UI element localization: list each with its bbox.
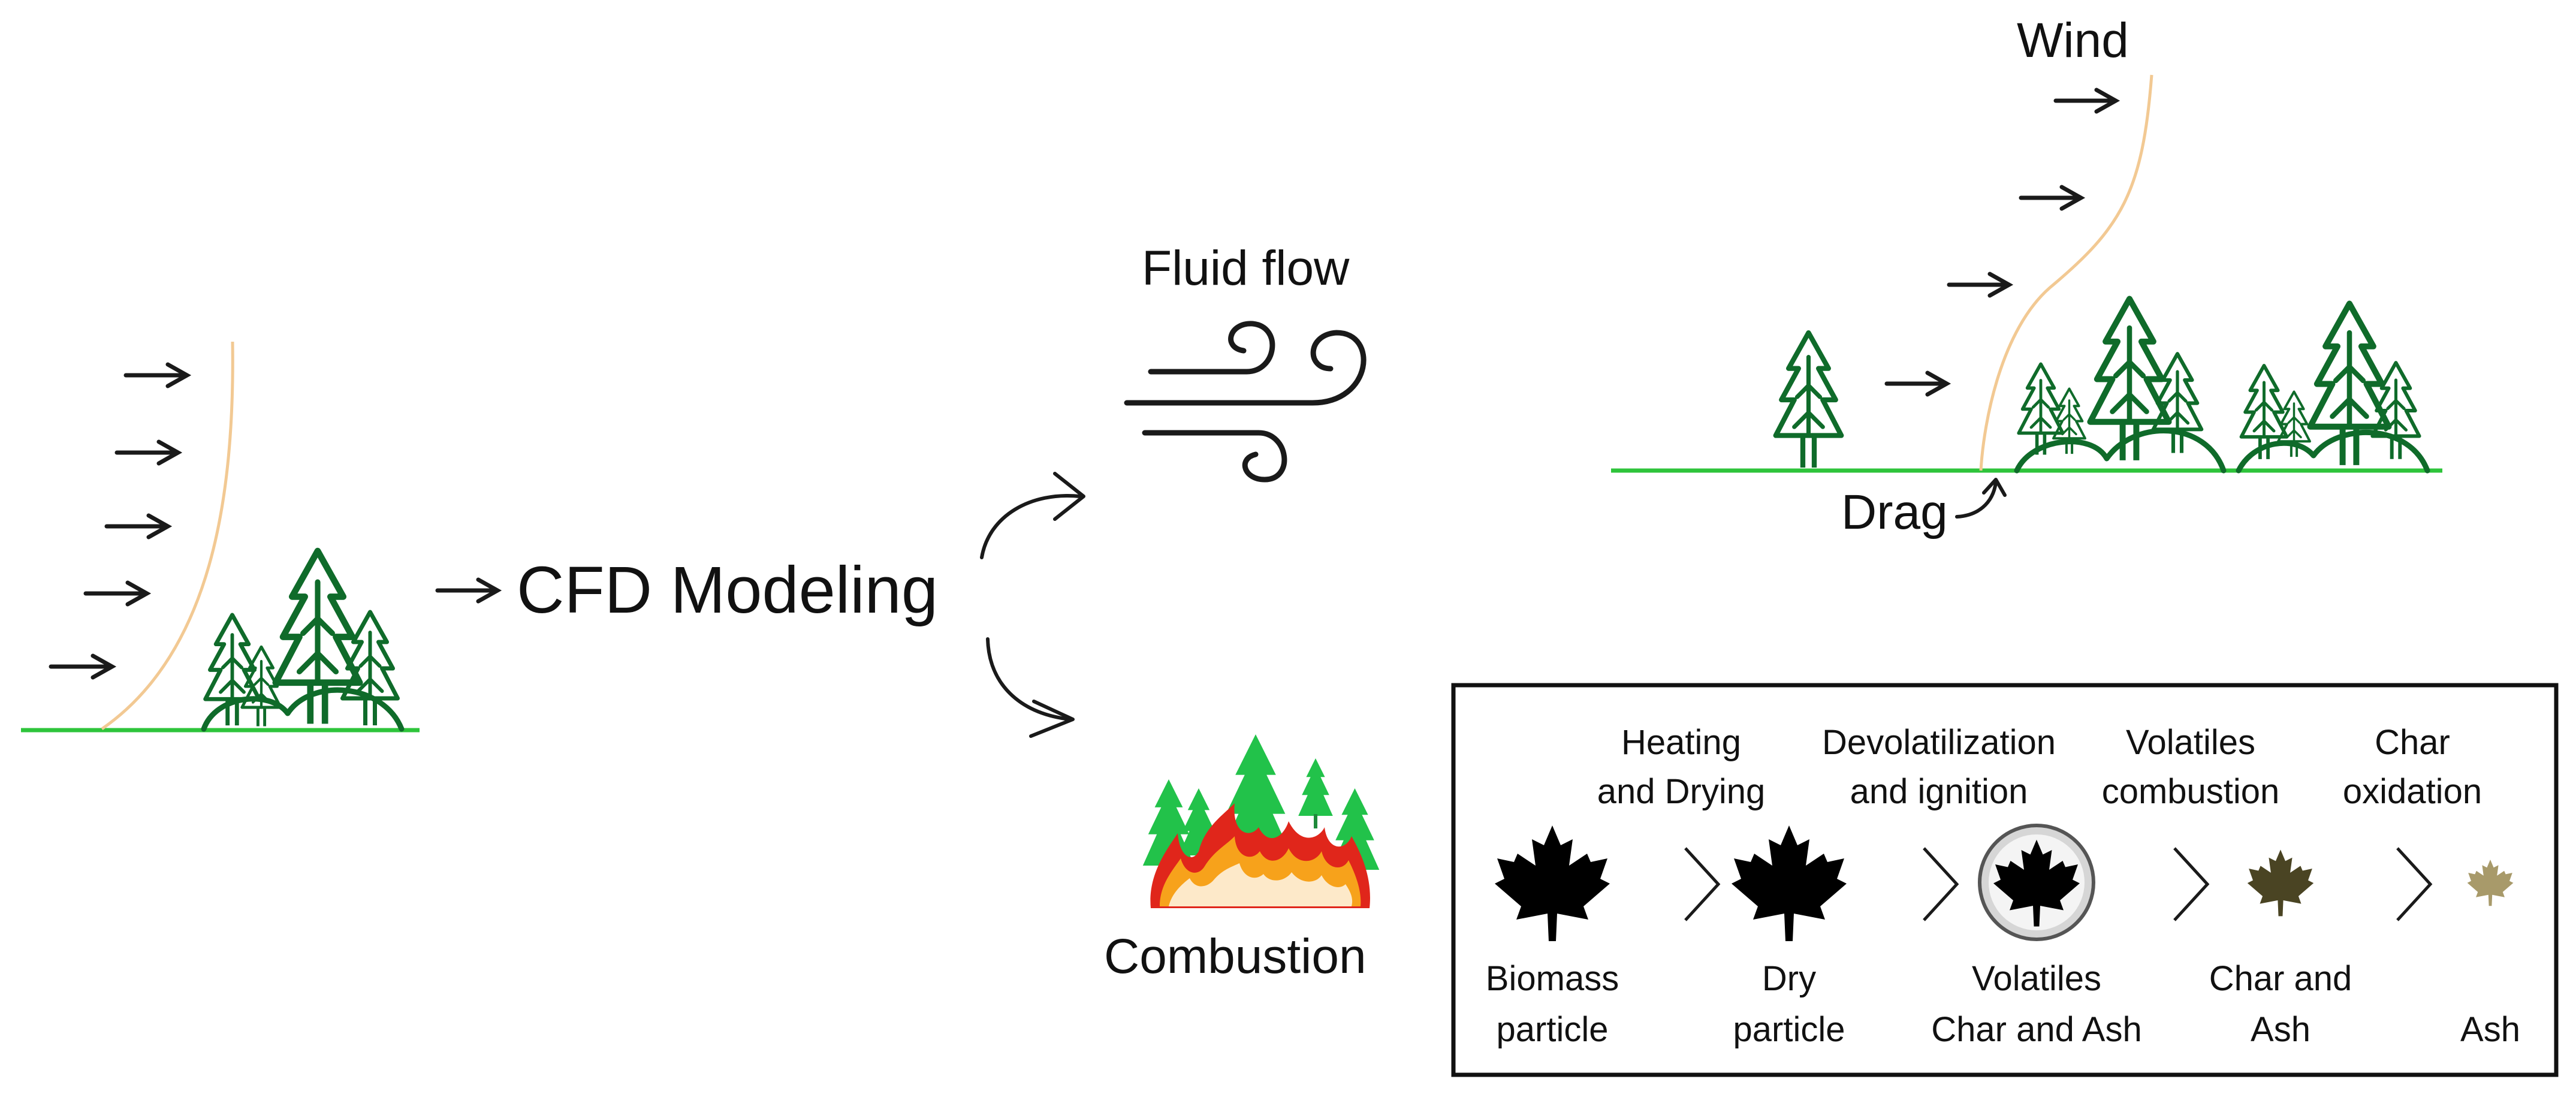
step-state-label: Ash	[2251, 1010, 2310, 1049]
step-action-label: Char	[2375, 723, 2450, 762]
step-action-label: and ignition	[1850, 772, 2028, 811]
step-state-label: Ash	[2460, 1010, 2520, 1049]
tree-icon	[206, 615, 260, 725]
curved-arrow-down-icon	[986, 637, 1075, 738]
step-state-label: Char and Ash	[1931, 1010, 2141, 1049]
wind-arrow-icon	[49, 362, 192, 680]
tree-icon	[1776, 333, 1841, 468]
step-state-label: Dry	[1762, 959, 1816, 998]
chevron-right-icon	[1684, 847, 1721, 921]
wind-profile-curve	[101, 341, 234, 731]
step-state-label: particle	[1497, 1010, 1609, 1049]
step-state-label: particle	[1733, 1010, 1845, 1049]
curved-arrow-up-icon	[980, 472, 1085, 559]
forest-fire-icon	[1142, 734, 1380, 908]
wind-label: Wind	[2017, 13, 2129, 68]
wind-profile-curve	[1979, 74, 2153, 471]
arrow-right-icon	[435, 577, 502, 604]
step-state-label: Char and	[2209, 959, 2352, 998]
chevron-right-icon	[1923, 847, 1959, 921]
step-action-label: and Drying	[1597, 772, 1765, 811]
chevron-right-icon	[2173, 847, 2210, 921]
step-action-label: combustion	[2102, 772, 2280, 811]
wind-swirl-icon	[1124, 321, 1367, 483]
tree-icon	[2310, 304, 2388, 465]
step-action-label: Heating	[1621, 723, 1741, 762]
step-action-label: oxidation	[2343, 772, 2482, 811]
hill-icon	[2014, 428, 2430, 474]
cfd-modeling-label: CFD Modeling	[517, 553, 938, 627]
chevron-right-icon	[2396, 847, 2433, 921]
drag-arrow-icon	[1955, 478, 2007, 519]
right-forest-scene: Wind Drag	[1611, 13, 2442, 540]
left-forest-scene	[21, 341, 420, 733]
fluid-flow-label: Fluid flow	[1142, 241, 1350, 296]
step-action-label: Volatiles	[2126, 723, 2255, 762]
combustion-label: Combustion	[1104, 929, 1367, 984]
drag-label: Drag	[1841, 485, 1948, 540]
wind-arrow-icon	[1884, 88, 2120, 397]
step-state-label: Volatiles	[1972, 959, 2101, 998]
step-state-label: Biomass	[1486, 959, 1619, 998]
step-action-label: Devolatilization	[1822, 723, 2056, 762]
